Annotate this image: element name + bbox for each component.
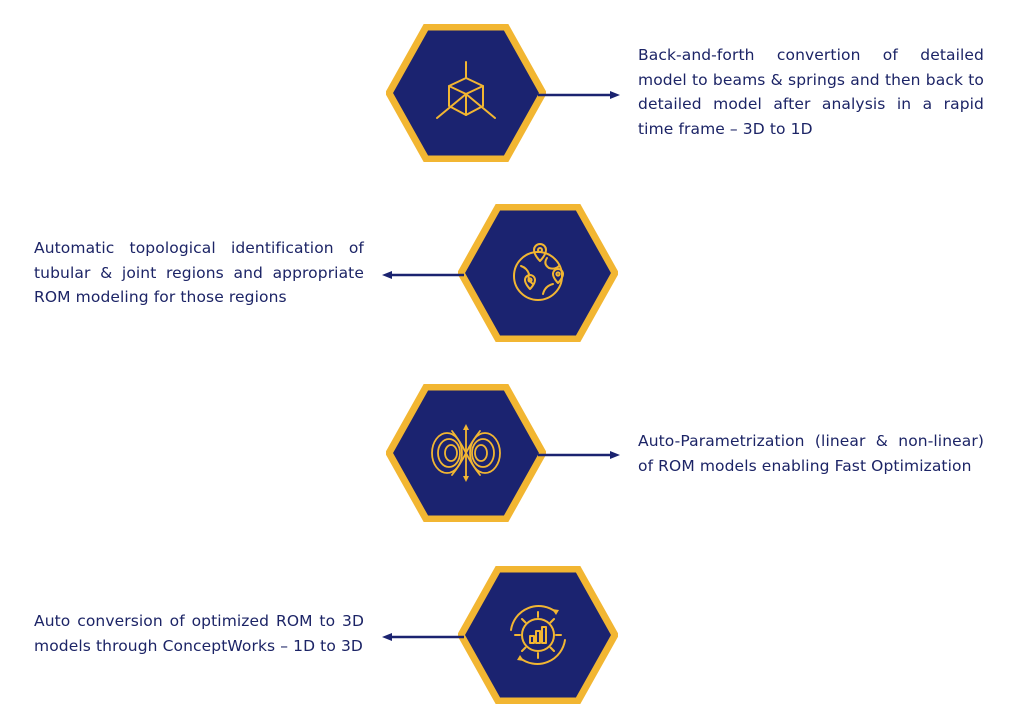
hexagon-badge-1	[386, 24, 546, 162]
arrow-right-3	[538, 451, 620, 459]
magnetic-field-lines-icon	[431, 424, 501, 482]
gear-bar-chart-cycle-icon	[510, 605, 566, 665]
hexagon-shape	[458, 204, 618, 342]
hexagon-shape	[458, 566, 618, 704]
3d-cube-axes-icon	[436, 61, 496, 119]
arrow-left-4	[382, 633, 464, 641]
globe-location-pins-icon	[513, 243, 564, 301]
arrow-right-1	[538, 91, 620, 99]
step-4-description: Auto conversion of optimized ROM to 3D m…	[34, 612, 364, 655]
step-3-description: Auto-Parametrization (linear & non-linea…	[638, 432, 984, 475]
hexagon-badge-3	[386, 384, 546, 522]
process-step-1: Back-and-forth convertion of detailed mo…	[0, 13, 1024, 173]
step-1-description: Back-and-forth convertion of detailed mo…	[638, 46, 984, 138]
arrow-left-2	[382, 271, 464, 279]
hexagon-badge-2	[458, 204, 618, 342]
process-step-3: Auto-Parametrization (linear & non-linea…	[0, 373, 1024, 533]
hexagon-badge-4	[458, 566, 618, 704]
step-2-description: Automatic topological identification of …	[34, 239, 364, 306]
process-step-2: Automatic topological identification of …	[0, 193, 1024, 353]
process-step-4: Auto conversion of optimized ROM to 3D m…	[0, 555, 1024, 715]
